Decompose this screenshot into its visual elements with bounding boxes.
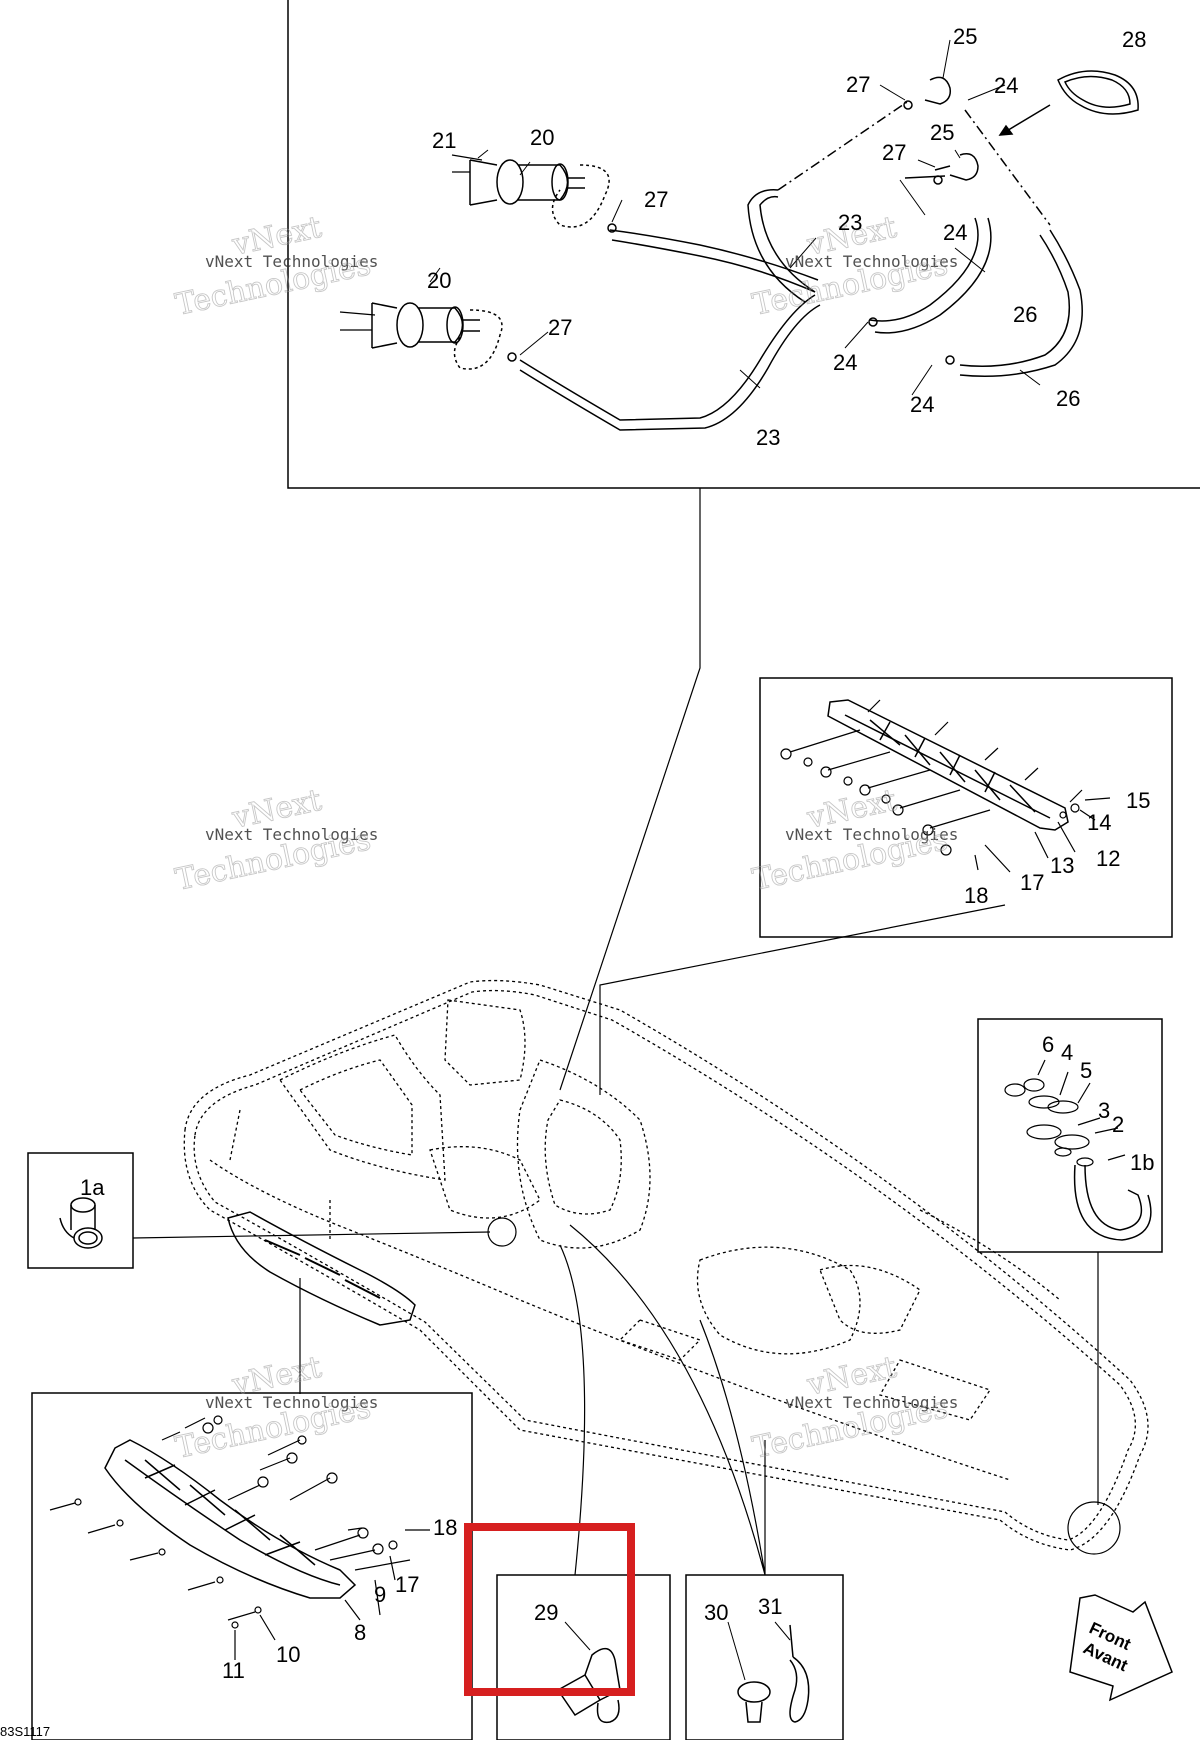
callout-14: 14 <box>1087 810 1111 835</box>
callout-4: 4 <box>1061 1040 1073 1065</box>
svg-text:vNext Technologies: vNext Technologies <box>205 1393 378 1412</box>
callout-27: 27 <box>882 140 906 165</box>
callout-17: 17 <box>395 1572 419 1597</box>
cable-tie <box>789 1624 810 1723</box>
fuel-pump-detail-panel <box>287 0 1200 1091</box>
grab-handle-rear <box>827 699 1069 831</box>
push-rivet <box>737 1681 771 1723</box>
callout-30: 30 <box>704 1600 728 1625</box>
callout-25: 25 <box>930 120 954 145</box>
tie-down-detail-panel <box>977 1018 1163 1253</box>
watermark-top-left: vNext vNext Technologies Technologies <box>172 209 378 323</box>
svg-text:vNext Technologies: vNext Technologies <box>205 825 378 844</box>
drain-plug-detail-panel <box>27 1152 134 1269</box>
callout-1a: 1a <box>80 1175 105 1200</box>
callout-6: 6 <box>1042 1032 1054 1057</box>
callout-20: 20 <box>427 268 451 293</box>
u-bolt <box>1073 1164 1152 1241</box>
callout-31: 31 <box>758 1594 782 1619</box>
svg-text:vNext Technologies: vNext Technologies <box>785 252 958 271</box>
grab-handle-front <box>104 1439 357 1599</box>
callout-labels: 25 28 27 24 25 27 20 21 27 23 24 20 26 2… <box>80 24 1154 1683</box>
leader-lines <box>132 904 1121 1576</box>
watermark-bottom-left: vNext vNext Technologies Technologies <box>172 1349 378 1466</box>
callout-27: 27 <box>548 315 572 340</box>
callout-10: 10 <box>276 1642 300 1667</box>
svg-text:vNext Technologies: vNext Technologies <box>785 825 958 844</box>
callout-23: 23 <box>838 210 862 235</box>
callout-9: 9 <box>374 1582 386 1607</box>
svg-text:vNext Technologies: vNext Technologies <box>785 1393 958 1412</box>
callout-3: 3 <box>1098 1098 1110 1123</box>
callout-20: 20 <box>530 125 554 150</box>
callout-27: 27 <box>846 72 870 97</box>
callout-27: 27 <box>644 187 668 212</box>
drain-plug <box>59 1197 103 1249</box>
callout-18: 18 <box>964 883 988 908</box>
callout-12: 12 <box>1096 846 1120 871</box>
callout-24: 24 <box>943 220 967 245</box>
callout-15: 15 <box>1126 788 1150 813</box>
front-direction-arrow: Front Avant <box>1069 1594 1173 1702</box>
callout-11: 11 <box>222 1658 245 1683</box>
callout-5: 5 <box>1080 1058 1092 1083</box>
callout-21: 21 <box>432 128 456 153</box>
svg-text:vNext Technologies: vNext Technologies <box>205 252 378 271</box>
sponson-left <box>227 1211 416 1326</box>
callout-24: 24 <box>833 350 857 375</box>
callout-26: 26 <box>1056 386 1080 411</box>
callout-26: 26 <box>1013 302 1037 327</box>
drawing-code: 83S1117 <box>0 1724 50 1739</box>
highlight-box <box>464 1523 635 1696</box>
callout-25: 25 <box>953 24 977 49</box>
callout-1b: 1b <box>1130 1150 1154 1175</box>
watercraft-hull-assembly <box>183 979 1149 1551</box>
watermark-bottom-right: vNext vNext Technologies Technologies <box>749 1349 958 1466</box>
grab-handle-detail-panel <box>759 677 1173 938</box>
callout-28: 28 <box>1122 27 1146 52</box>
clip-detail-panel <box>496 1574 671 1740</box>
watermark-mid-left: vNext vNext Technologies Technologies <box>172 782 378 898</box>
callout-8: 8 <box>354 1620 366 1645</box>
callout-24: 24 <box>994 73 1018 98</box>
fuel-pump-upper <box>469 159 610 228</box>
callout-18: 18 <box>433 1515 457 1540</box>
callout-23: 23 <box>756 425 780 450</box>
callout-24: 24 <box>910 392 934 417</box>
fuel-pump-lower <box>371 302 503 370</box>
callout-17: 17 <box>1020 870 1044 895</box>
fastener-detail-panel <box>685 1574 844 1740</box>
callout-2: 2 <box>1112 1112 1124 1137</box>
callout-13: 13 <box>1050 853 1074 878</box>
callout-29: 29 <box>534 1600 558 1625</box>
clip-part <box>556 1647 621 1724</box>
